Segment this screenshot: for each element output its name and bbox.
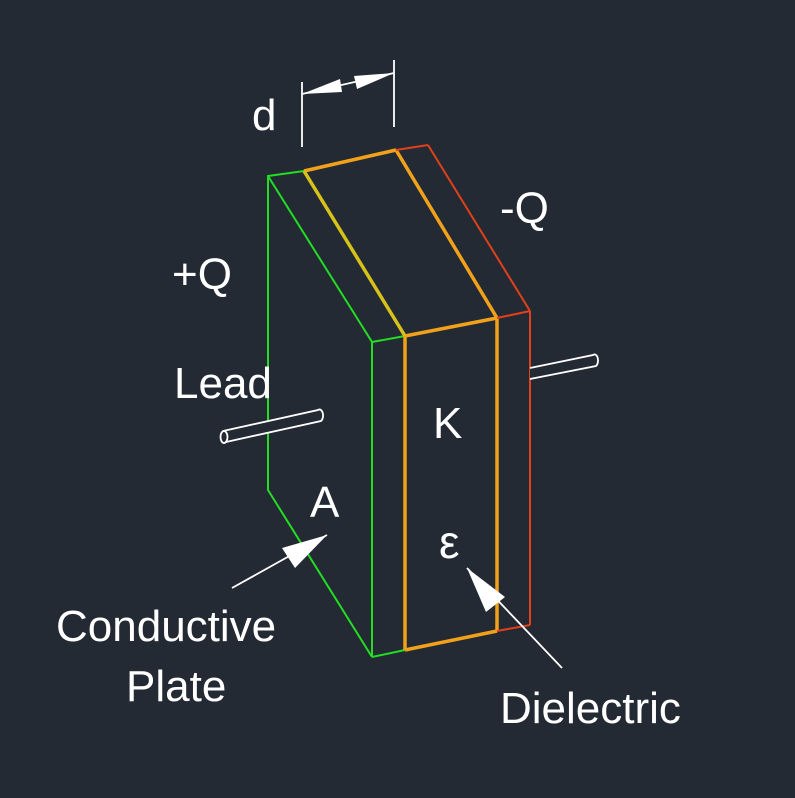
dielectric-slab <box>302 148 499 652</box>
dimension-arrow-right <box>354 73 394 89</box>
left-lead <box>219 408 324 444</box>
dimension-d <box>301 60 395 147</box>
right-lead <box>529 353 599 380</box>
dielectric-leader-arrowhead <box>467 568 505 612</box>
negative-plate <box>395 144 531 632</box>
label-plate: Plate <box>126 662 226 711</box>
positive-plate <box>267 170 406 658</box>
label-epsilon: ε <box>439 516 460 568</box>
label-d: d <box>252 91 276 140</box>
label-lead: Lead <box>174 359 272 408</box>
plate-leader-arrowhead <box>282 535 327 568</box>
label-k: K <box>433 399 462 448</box>
label-minus-q: -Q <box>500 184 549 233</box>
label-conductive: Conductive <box>56 602 276 651</box>
label-plus-q: +Q <box>172 250 232 299</box>
dimension-arrow-left <box>302 79 342 94</box>
label-a: A <box>310 478 340 527</box>
label-dielectric: Dielectric <box>500 684 681 733</box>
